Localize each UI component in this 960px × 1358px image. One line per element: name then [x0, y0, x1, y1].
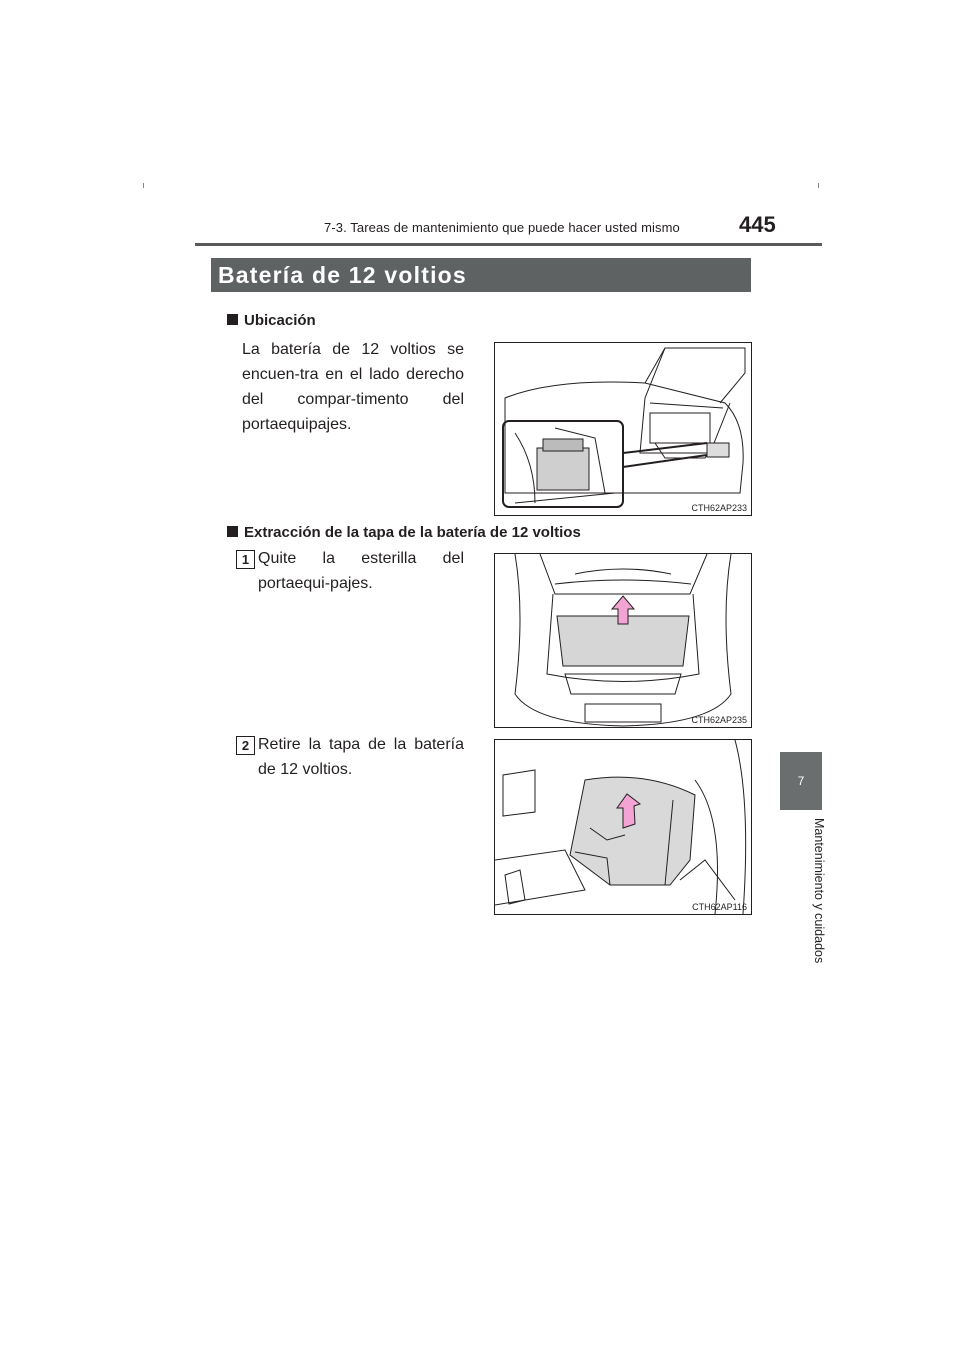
- step-number-2: 2: [236, 736, 255, 755]
- figure-code: CTH62AP233: [691, 503, 747, 513]
- location-heading-text: Ubicación: [244, 312, 316, 329]
- figure-code: CTH62AP235: [691, 715, 747, 725]
- square-bullet-icon: [227, 314, 238, 325]
- crop-mark: [818, 183, 819, 188]
- removal-heading: Extracción de la tapa de la batería de 1…: [227, 524, 581, 541]
- section-bar: [211, 258, 751, 292]
- step-number-1: 1: [236, 550, 255, 569]
- trunk-mat-removal-illustration: [514, 554, 732, 727]
- up-arrow-icon: [610, 595, 636, 625]
- removal-heading-text: Extracción de la tapa de la batería de 1…: [244, 524, 581, 541]
- step-1-figure: CTH62AP235: [494, 553, 752, 728]
- figure-code: CTH62AP116: [692, 902, 747, 912]
- lift-arrow-icon: [616, 793, 642, 829]
- chapter-tab-label: Mantenimiento y cuidados: [812, 818, 826, 964]
- section-title: Batería de 12 voltios: [218, 262, 467, 288]
- location-text: La batería de 12 voltios se encuen-tra e…: [242, 341, 464, 433]
- trunk-battery-location-illustration: [502, 347, 746, 508]
- battery-cover-removal-illustration: [495, 740, 747, 914]
- chapter-heading: 7-3. Tareas de mantenimiento que puede h…: [324, 220, 680, 235]
- crop-mark: [143, 183, 144, 188]
- page-number: 445: [739, 212, 776, 237]
- header-rule: [195, 243, 822, 246]
- chapter-tab[interactable]: 7: [780, 752, 822, 810]
- square-bullet-icon: [227, 526, 238, 537]
- step-2-text: Retire la tapa de la batería de 12 volti…: [258, 736, 464, 778]
- step-1-text: Quite la esterilla del portaequi-pajes.: [258, 550, 464, 592]
- location-heading: Ubicación: [227, 312, 316, 329]
- step-2-figure: CTH62AP116: [494, 739, 752, 915]
- location-figure: CTH62AP233: [494, 342, 752, 516]
